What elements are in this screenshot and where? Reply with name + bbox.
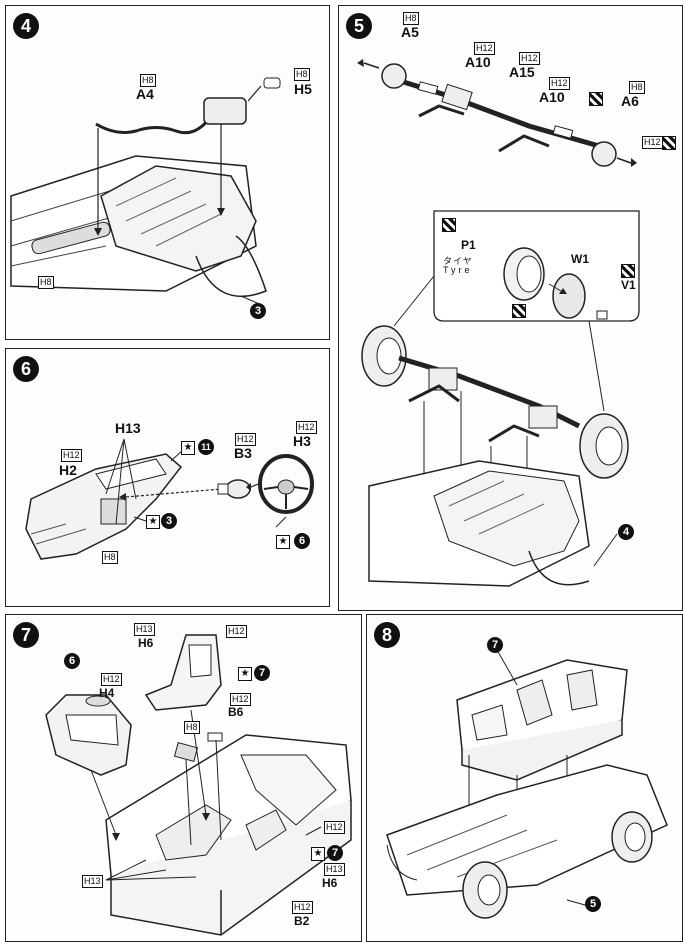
step-number-7: 7 xyxy=(13,622,39,648)
panel-step-4: 4 H8 A4 H8 H5 H8 3 xyxy=(5,5,330,340)
part-h3-label: H3 xyxy=(293,433,311,449)
part-a4-runner-tag: H8 xyxy=(140,74,156,87)
part-b3-label: B3 xyxy=(234,445,252,461)
inset-paint-icon xyxy=(442,218,456,232)
ref-step-3: 3 xyxy=(250,303,266,319)
part-p1-label: P1 xyxy=(461,238,476,252)
part-h12-right-runner-tag: H12 xyxy=(642,136,663,149)
step-number-8: 8 xyxy=(374,622,400,648)
part-h13-label: H13 xyxy=(115,420,141,436)
panel-step-7: 7 6 H13 H6 H12 7 H12 H4 H12 B6 H8 H12 7 … xyxy=(5,614,362,942)
part-b2-label: B2 xyxy=(294,914,310,928)
panel-step-5: 5 H8 A5 H12 A10 H12 A15 H12 A10 H8 A6 H1… xyxy=(338,5,683,611)
step-number-4: 4 xyxy=(13,13,39,39)
star-icon-3 xyxy=(276,535,290,549)
step-number-5: 5 xyxy=(346,13,372,39)
part-w1-label: W1 xyxy=(571,252,589,266)
part-h5-runner-tag: H8 xyxy=(294,68,310,81)
ref-step-7-a: 7 xyxy=(254,665,270,681)
p1-paint-icon xyxy=(512,304,526,318)
part-h3-runner-tag: H12 xyxy=(296,421,317,434)
ref-step-11: 11 xyxy=(198,439,214,455)
part-h6-bot-label: H6 xyxy=(322,876,338,890)
part-h6-top-label: H6 xyxy=(138,636,154,650)
part-h6-top-runner-tag: H13 xyxy=(134,623,155,636)
part-b6-runner-tag: H12 xyxy=(230,693,251,706)
part-h13-left-runner-tag: H13 xyxy=(82,875,103,888)
part-h4-label: H4 xyxy=(99,686,115,700)
part-a4-label: A4 xyxy=(136,86,154,102)
part-v1-label: V1 xyxy=(621,278,636,292)
part-h8-runner-tag-6: H8 xyxy=(102,551,118,564)
body-chassis-assembly-drawing xyxy=(386,649,668,919)
part-b6-label: B6 xyxy=(228,705,244,719)
part-a15-runner-tag: H12 xyxy=(519,52,540,65)
ref-step-4: 4 xyxy=(618,524,634,540)
part-a15-label: A15 xyxy=(509,64,535,80)
exhaust-assembly-drawing xyxy=(10,77,281,307)
rear-axle-assembly-drawing xyxy=(357,59,640,587)
part-a10-left-label: A10 xyxy=(465,54,491,70)
panel-step-8: 8 7 5 xyxy=(366,614,683,942)
part-h8-runner-tag: H8 xyxy=(38,276,54,289)
tyre-label-japanese: タイヤ xyxy=(443,256,473,266)
part-a6-runner-tag: H8 xyxy=(629,81,645,94)
step-number-6: 6 xyxy=(13,356,39,382)
part-h6-bot-runner-tag: H13 xyxy=(324,863,345,876)
part-h8-runner-tag-7: H8 xyxy=(184,721,200,734)
star-icon-2 xyxy=(146,515,160,529)
tyre-label-english: Tyre xyxy=(443,265,473,275)
panel-step-6: 6 H13 H12 H2 11 H12 B3 H12 H3 3 H8 6 xyxy=(5,348,330,607)
star-icon-7a xyxy=(238,667,252,681)
part-h2-label: H2 xyxy=(59,462,77,478)
w1-paint-icon xyxy=(621,264,635,278)
paint-icon-right xyxy=(662,136,676,150)
paint-icon xyxy=(589,92,603,106)
part-a5-runner-tag: H8 xyxy=(403,12,419,25)
ref-step-6: 6 xyxy=(64,653,80,669)
ref-step-5: 5 xyxy=(585,896,601,912)
part-a5-label: A5 xyxy=(401,24,419,40)
ref-step-7: 7 xyxy=(487,637,503,653)
star-icon-7b xyxy=(311,847,325,861)
part-a6-label: A6 xyxy=(621,93,639,109)
part-b2-runner-tag: H12 xyxy=(292,901,313,914)
part-a10-right-label: A10 xyxy=(539,89,565,105)
part-h5-label: H5 xyxy=(294,81,312,97)
interior-assembly-drawing xyxy=(45,634,352,936)
star-icon xyxy=(181,441,195,455)
ref-step-7-b: 7 xyxy=(327,845,343,861)
part-h12-mid-runner-tag: H12 xyxy=(324,821,345,834)
part-h2-runner-tag: H12 xyxy=(61,449,82,462)
part-b3-runner-tag: H12 xyxy=(235,433,256,446)
ref-step-3-b: 3 xyxy=(161,513,177,529)
ref-step-6-b: 6 xyxy=(294,533,310,549)
part-h4-runner-tag: H12 xyxy=(101,673,122,686)
part-h12-top-runner-tag: H12 xyxy=(226,625,247,638)
part-a10-right-runner-tag: H12 xyxy=(549,77,570,90)
dashboard-assembly-drawing xyxy=(25,438,314,560)
part-a10-left-runner-tag: H12 xyxy=(474,42,495,55)
